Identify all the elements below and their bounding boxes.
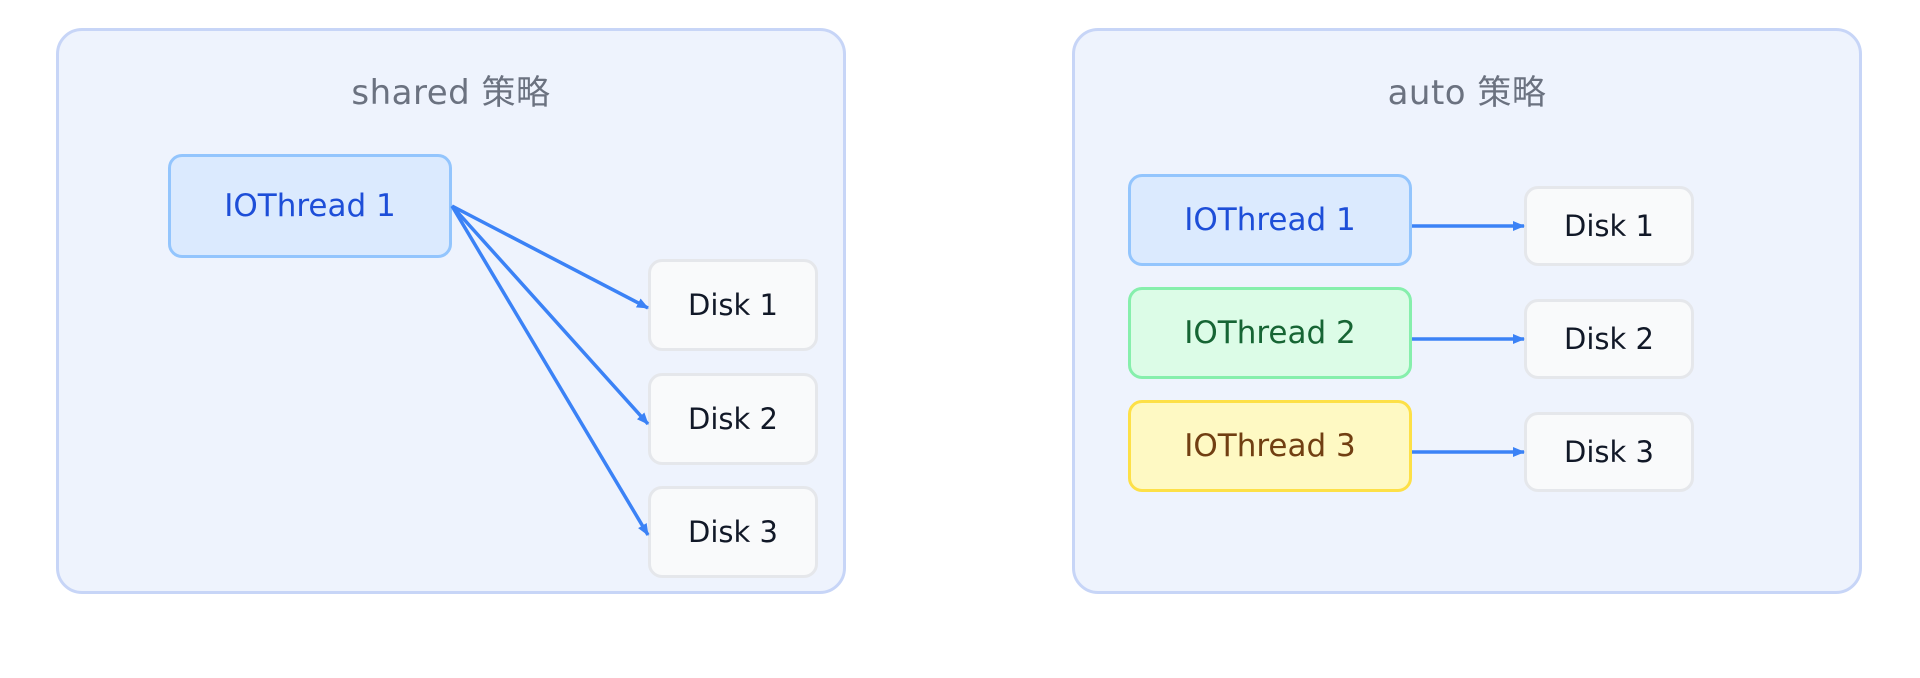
shared-disk-3: Disk 3	[648, 486, 818, 578]
shared-disk-1: Disk 1	[648, 259, 818, 351]
auto-iothread-2: IOThread 2	[1128, 287, 1412, 379]
auto-panel-title: auto 策略	[1387, 73, 1547, 113]
shared-iothread-1: IOThread 1	[168, 154, 452, 258]
auto-iothread-3: IOThread 3	[1128, 400, 1412, 492]
auto-disk-2: Disk 2	[1524, 299, 1694, 379]
auto-iothread-1: IOThread 1	[1128, 174, 1412, 266]
auto-disk-1: Disk 1	[1524, 186, 1694, 266]
auto-disk-3: Disk 3	[1524, 412, 1694, 492]
shared-panel-title: shared 策略	[351, 73, 551, 113]
shared-disk-2: Disk 2	[648, 373, 818, 465]
